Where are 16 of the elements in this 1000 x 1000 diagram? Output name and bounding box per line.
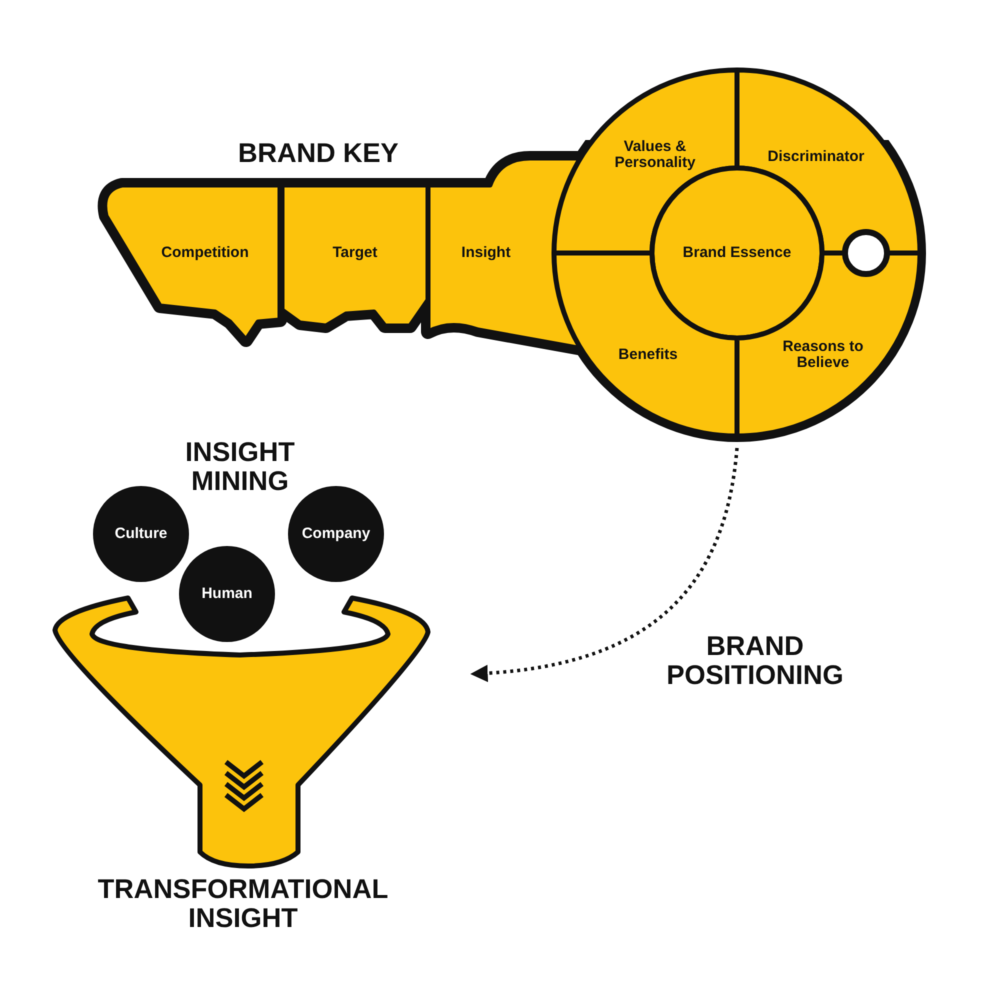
- segment-label: Competition: [160, 245, 250, 261]
- segment-label: Reasons to Believe: [782, 339, 864, 371]
- segment-label: Benefits: [617, 347, 679, 363]
- heading: TRANSFORMATIONAL INSIGHT: [96, 875, 390, 933]
- dotted-arrow: [470, 448, 739, 682]
- edge-label: BRAND POSITIONING: [665, 632, 845, 690]
- segment-label: Insight: [460, 245, 512, 261]
- segment-label: Discriminator: [766, 149, 866, 165]
- heading: INSIGHT MINING: [184, 438, 296, 496]
- segment-label: Values & Personality: [614, 139, 696, 171]
- circle-label: Company: [302, 524, 370, 544]
- circle-label: Culture: [114, 524, 168, 544]
- segment-label: Target: [332, 245, 378, 261]
- segment-label: Brand Essence: [682, 245, 792, 261]
- heading: BRAND KEY: [238, 138, 399, 168]
- circle-label: Human: [202, 584, 252, 604]
